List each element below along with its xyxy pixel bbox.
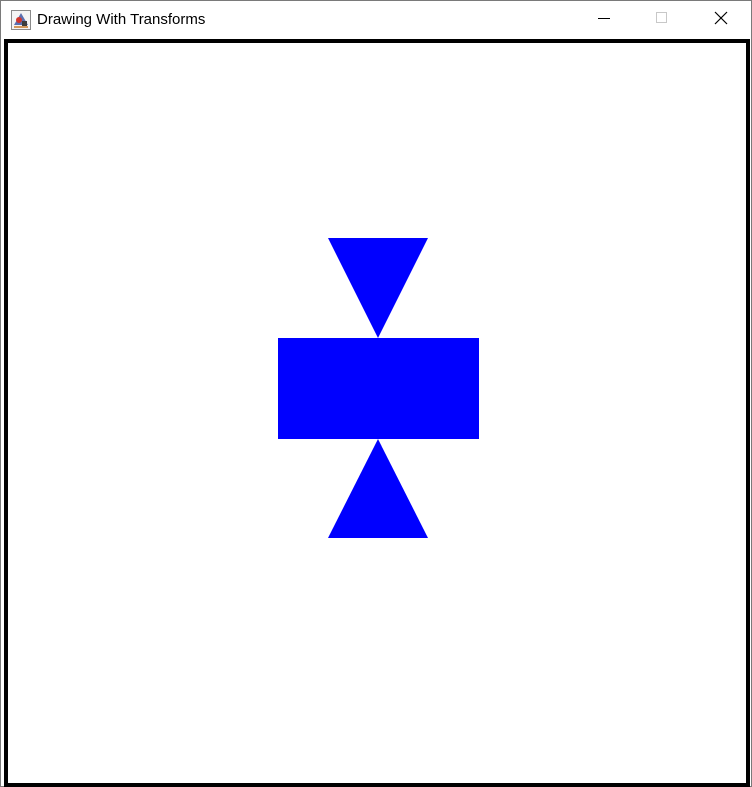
maximize-button[interactable] — [633, 1, 691, 39]
drawing-surface — [278, 238, 479, 538]
triangle-pointing-up — [328, 439, 428, 538]
triangle-pointing-down — [328, 238, 428, 338]
drawing-canvas[interactable] — [4, 39, 750, 787]
minimize-icon — [598, 11, 610, 29]
maximize-icon — [656, 11, 668, 29]
minimize-button[interactable] — [575, 1, 633, 39]
close-button[interactable] — [692, 1, 750, 39]
window-title: Drawing With Transforms — [37, 11, 206, 28]
title-bar[interactable]: Drawing With Transforms — [1, 1, 751, 39]
close-icon — [714, 11, 728, 30]
rectangle — [278, 338, 479, 439]
java-app-icon — [11, 10, 31, 30]
